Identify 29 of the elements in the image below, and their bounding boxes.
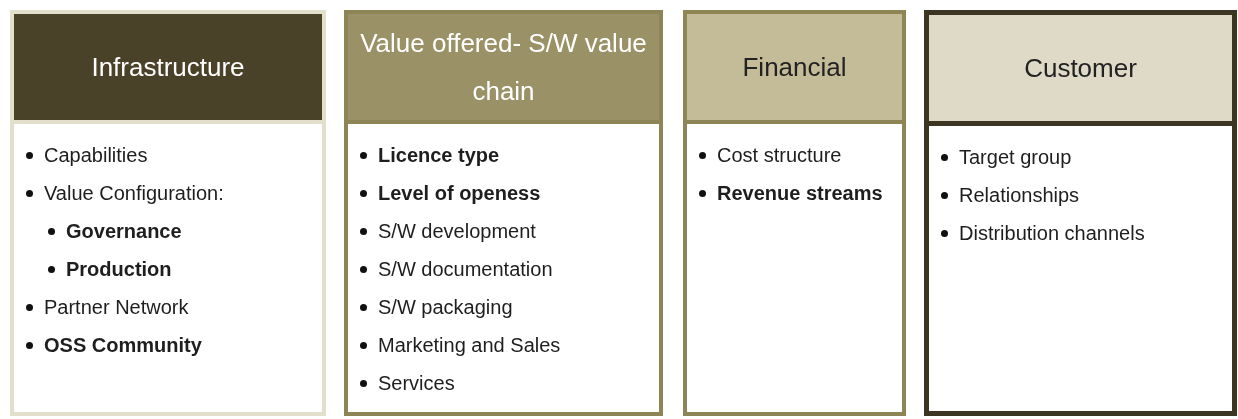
header-box bbox=[14, 14, 322, 120]
list-item: Relationships bbox=[959, 183, 1080, 208]
list-item: OSS Community bbox=[44, 333, 202, 358]
list-item: S/W documentation bbox=[378, 257, 553, 282]
list-item: Partner Network bbox=[44, 295, 189, 320]
header-title: Infrastructure bbox=[91, 51, 245, 84]
content-box bbox=[348, 124, 659, 412]
list-item: Capabilities bbox=[44, 143, 148, 168]
list-item: Target group bbox=[959, 145, 1072, 170]
header-box bbox=[929, 15, 1232, 121]
list-item: Value Configuration: bbox=[44, 181, 224, 206]
list-item: S/W packaging bbox=[378, 295, 513, 320]
content-box bbox=[929, 126, 1232, 411]
list-item: Marketing and Sales bbox=[378, 333, 561, 358]
list-item: Distribution channels bbox=[959, 221, 1145, 246]
list-item: S/W development bbox=[378, 219, 536, 244]
list-item: Revenue streams bbox=[717, 181, 883, 206]
list-item: Production bbox=[66, 257, 172, 282]
header-title: Customer bbox=[1024, 52, 1137, 85]
list-item: Cost structure bbox=[717, 143, 842, 168]
header-title: Value offered- S/W value chain bbox=[359, 27, 648, 108]
header-title: Financial bbox=[742, 51, 847, 84]
header-box bbox=[687, 14, 902, 120]
list-item: Level of openess bbox=[378, 181, 541, 206]
list-item: Services bbox=[378, 371, 455, 396]
content-box bbox=[687, 124, 902, 412]
list-item: Governance bbox=[66, 219, 182, 244]
content-box bbox=[14, 124, 322, 412]
list-item: Licence type bbox=[378, 143, 500, 168]
